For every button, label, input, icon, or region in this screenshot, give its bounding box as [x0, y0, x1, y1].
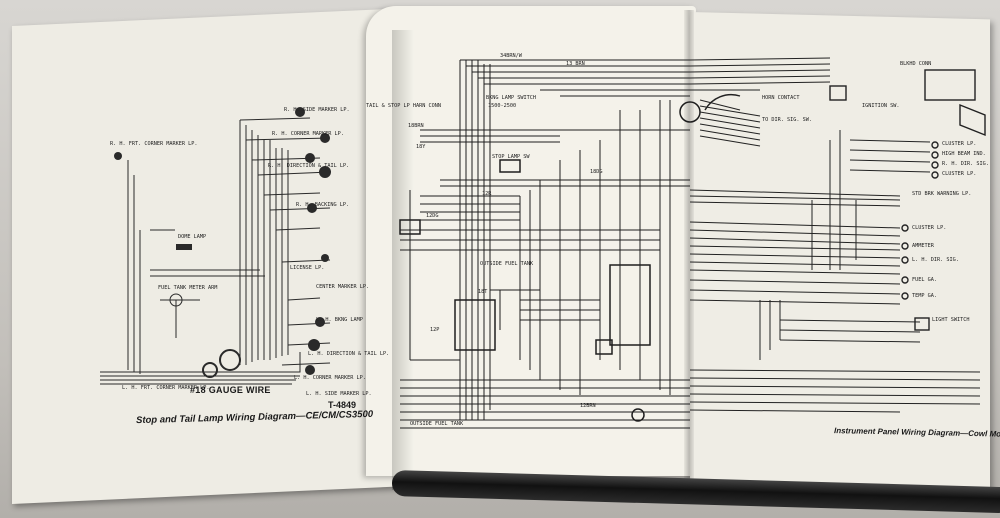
diagram-label: 13 BRN — [566, 61, 585, 67]
diagram-label: 18Y — [416, 144, 426, 150]
gauge-note: #18 GAUGE WIRE — [190, 385, 271, 395]
diagram-label: LICENSE LP. — [290, 265, 325, 271]
diagram-label: TEMP GA. — [912, 293, 937, 299]
diagram-label: AMMETER — [912, 243, 934, 249]
diagram-label: L. H. BKNG LAMP — [316, 317, 363, 323]
diagram-label: OUTSIDE FUEL TANK — [480, 261, 534, 267]
diagram-label: LIGHT SWITCH — [932, 317, 970, 323]
diagram-label: BKNG LAMP SWITCH — [486, 95, 536, 101]
diagram-label: R. H. SIDE MARKER LP. — [284, 107, 350, 113]
diagram-label: 12R — [482, 191, 492, 197]
diagram-label: 18BRN — [408, 123, 424, 129]
diagram-label: 1500-2500 — [488, 103, 517, 109]
diagram-label: CLUSTER LP. — [942, 171, 977, 177]
diagram-label: FUEL TANK METER ARM — [158, 285, 218, 291]
diagram-label: L. H. DIRECTION & TAIL LP. — [308, 351, 390, 357]
diagram-label: CENTER MARKER LP. — [316, 284, 370, 290]
spine-shadow — [392, 30, 414, 490]
diagram-label: R. H. BACKING LP. — [296, 202, 350, 208]
diagram-label: TO DIR. SIG. SW. — [762, 117, 812, 123]
diagram-label: OUTSIDE FUEL TANK — [410, 421, 464, 427]
diagram-label: R. H. FRT. CORNER MARKER LP. — [110, 141, 198, 147]
diagram-label: DOME LAMP — [178, 234, 207, 240]
diagram-label: R. H. CORNER MARKER LP. — [272, 131, 344, 137]
diagram-label: 18DG — [590, 169, 603, 175]
diagram-label: STD BRK WARNING LP. — [912, 191, 972, 197]
diagram-label: L. H. SIDE MARKER LP. — [306, 391, 372, 397]
diagram-label: CLUSTER LP. — [912, 225, 947, 231]
diagram-label: STOP LAMP SW — [492, 154, 530, 160]
diagram-label: R. H. DIR. SIG. — [942, 161, 989, 167]
diagram-label: CLUSTER LP. — [942, 141, 977, 147]
diagram-label: IGNITION SW. — [862, 103, 900, 109]
diagram-label: 18T — [478, 289, 488, 295]
diagram-label: L. H. CORNER MARKER LP. — [294, 375, 366, 381]
page-gutter — [684, 10, 694, 480]
diagram-label: 12P — [430, 327, 440, 333]
diagram-label: FUEL GA. — [912, 277, 937, 283]
figure-number: T-4849 — [328, 400, 357, 410]
diagram-label: BLKHD CONN — [900, 61, 932, 67]
diagram-label: 34BRN/W — [500, 53, 522, 59]
diagram-label: 12DG — [426, 213, 439, 219]
diagram-label: L. H. FRT. CORNER MARKER LP. — [122, 385, 210, 391]
diagram-label: TAIL & STOP LP HARN CONN — [366, 103, 441, 109]
diagram-label: 12BRN — [580, 403, 596, 409]
diagram-label: HIGH BEAM IND. — [942, 151, 986, 157]
diagram-label: HORN CONTACT — [762, 95, 800, 101]
diagram-label: L. H. DIR. SIG. — [912, 257, 959, 263]
diagram-label: R. H. DIRECTION & TAIL LP. — [268, 163, 350, 169]
